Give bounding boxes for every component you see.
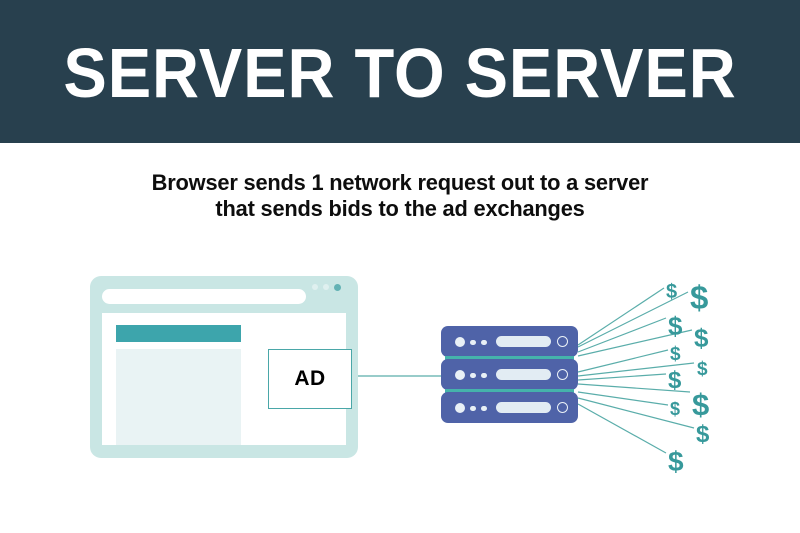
server-led-icon: [481, 339, 487, 345]
ad-exchange-dollar-icon: $: [696, 421, 710, 448]
server-led-icon: [455, 370, 465, 380]
server-power-icon: [557, 369, 568, 380]
server-unit: [441, 359, 578, 390]
server-power-icon: [557, 336, 568, 347]
ad-exchange-dollar-icon: $: [670, 399, 681, 419]
page-title: SERVER TO SERVER: [63, 33, 737, 112]
server-power-icon: [557, 402, 568, 413]
server-led-icon: [470, 372, 476, 378]
server-slot-bar: [496, 336, 551, 347]
ad-exchange-dollar-icon: $: [692, 387, 710, 422]
page-content-block: [116, 349, 241, 445]
server-led-icon: [470, 405, 476, 411]
ad-exchange-dollar-icon: $: [668, 367, 682, 394]
window-dot-icon: [323, 284, 329, 290]
server-stack: [441, 326, 578, 423]
server-led-icon: [470, 339, 476, 345]
server-led-icon: [481, 372, 487, 378]
server-led-icon: [455, 403, 465, 413]
server-unit: [441, 326, 578, 357]
ad-exchange-dollar-icon: $: [668, 311, 683, 341]
server-slot-bar: [496, 369, 551, 380]
subtitle-line-2: that sends bids to the ad exchanges: [215, 196, 585, 221]
browser-url-bar[interactable]: [102, 289, 306, 304]
header-banner: SERVER TO SERVER: [0, 0, 800, 143]
page-header-bar: [116, 325, 241, 342]
ad-exchange-dollar-icon: $: [666, 281, 678, 303]
ad-exchange-dollar-icon: $: [697, 359, 708, 380]
ad-exchange-dollar-icon: $: [690, 279, 709, 316]
subtitle-block: Browser sends 1 network request out to a…: [0, 170, 800, 222]
browser-viewport: AD: [102, 313, 352, 445]
window-dot-icon: [334, 283, 341, 291]
server-led-icon: [481, 405, 487, 411]
ad-slot[interactable]: AD: [268, 349, 352, 409]
window-dot-icon: [312, 284, 318, 290]
ad-exchange-dollar-icon: $: [670, 344, 681, 365]
server-led-icon: [455, 337, 465, 347]
ad-slot-label: AD: [294, 367, 326, 390]
subtitle-line-1: Browser sends 1 network request out to a…: [151, 170, 649, 195]
server-slot-bar: [496, 402, 551, 413]
server-unit: [441, 392, 578, 423]
server-separator: [445, 389, 574, 393]
ad-exchange-dollar-icon: $: [668, 446, 684, 477]
browser-window[interactable]: AD: [90, 276, 358, 458]
ad-exchange-dollar-icon: $: [694, 323, 709, 353]
server-separator: [445, 356, 574, 360]
